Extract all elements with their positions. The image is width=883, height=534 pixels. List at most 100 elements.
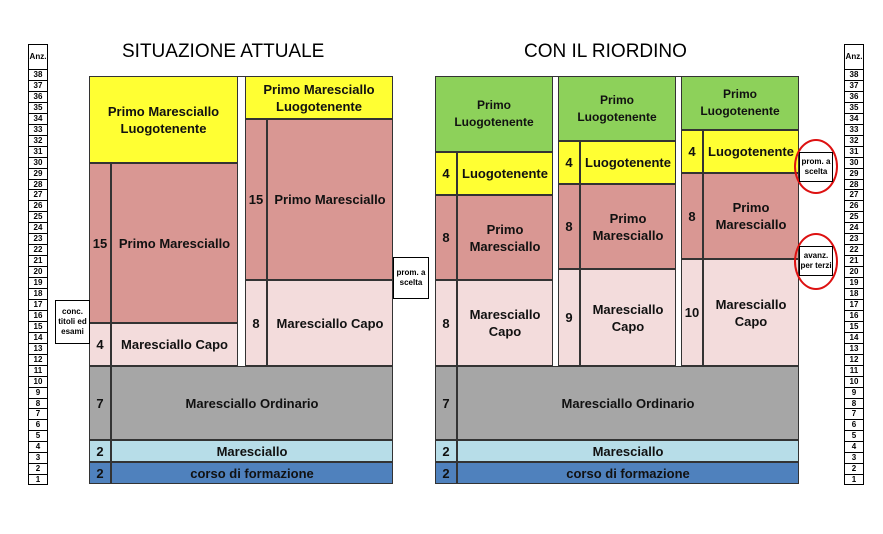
rank-primo-maresciallo: Primo Maresciallo [703,173,799,259]
scale-year-17: 17 [29,298,47,311]
rank-maresciallo-capo: Maresciallo Capo [267,280,393,366]
scale-year-21: 21 [29,255,47,267]
rank-primo-luogotenente: Primo Luogotenente [435,76,553,152]
scale-year-35: 35 [29,101,47,114]
scale-header: Anz. [845,52,863,61]
rank-luogotenente: Luogotenente [703,130,799,173]
rank-primo-luogotenente: Primo Luogotenente [681,76,799,130]
scale-year-32: 32 [845,134,863,147]
rank-primo-maresciallo: Primo Maresciallo [267,119,393,280]
corso-di-formazione: corso di formazione [457,462,799,484]
years-maresciallo-capo: 4 [89,323,111,366]
rank-primo-maresciallo-luogotenente: Primo Maresciallo Luogotenente [245,76,393,119]
scale-year-4: 4 [29,441,47,453]
scale-year-38: 38 [29,69,47,81]
scale-year-27: 27 [845,189,863,201]
scale-year-12: 12 [29,353,47,366]
scale-year-3: 3 [29,452,47,464]
scale-year-24: 24 [845,222,863,234]
scale-year-14: 14 [845,331,863,344]
scale-year-28: 28 [29,178,47,191]
scale-year-31: 31 [845,145,863,158]
scale-year-2: 2 [845,463,863,475]
scale-year-32: 32 [29,134,47,147]
scale-year-25: 25 [845,211,863,223]
scale-year-16: 16 [29,309,47,322]
scale-year-15: 15 [845,320,863,333]
years-primo-maresciallo: 8 [435,195,457,280]
scale-year-24: 24 [29,222,47,234]
rank-maresciallo-capo: Maresciallo Capo [457,280,553,366]
scale-year-29: 29 [845,167,863,180]
scale-year-2: 2 [29,463,47,475]
scale-year-31: 31 [29,145,47,158]
rank-primo-maresciallo: Primo Maresciallo [457,195,553,280]
scale-year-19: 19 [845,277,863,289]
years-maresciallo-capo: 8 [435,280,457,366]
scale-year-13: 13 [845,342,863,355]
rank-maresciallo-capo: Maresciallo Capo [111,323,238,366]
years-luogotenente: 4 [558,141,580,184]
corso-di-formazione: corso di formazione [111,462,393,484]
scale-year-5: 5 [845,430,863,442]
scale-year-35: 35 [845,101,863,114]
scale-year-37: 37 [29,79,47,92]
scale-year-23: 23 [845,233,863,245]
years-maresciallo-capo: 8 [245,280,267,366]
years-corso-formazione: 2 [435,462,457,484]
scale-year-27: 27 [29,189,47,201]
scale-year-38: 38 [845,69,863,81]
scale-year-10: 10 [845,375,863,388]
years-maresciallo-ordinario: 7 [89,366,111,440]
scale-year-26: 26 [845,200,863,212]
note-promozione-a-scelta: prom. a scelta [393,257,429,299]
scale-year-33: 33 [29,123,47,136]
years-luogotenente: 4 [435,152,457,195]
scale-year-25: 25 [29,211,47,223]
scale-year-7: 7 [29,408,47,420]
scale-year-28: 28 [845,178,863,191]
scale-year-11: 11 [29,364,47,377]
years-maresciallo-ordinario: 7 [435,366,457,440]
years-maresciallo: 2 [435,440,457,462]
rank-maresciallo-capo: Maresciallo Capo [580,269,676,366]
scale-year-20: 20 [845,266,863,278]
scale-year-20: 20 [29,266,47,278]
scale-year-23: 23 [29,233,47,245]
scale-year-34: 34 [29,112,47,125]
scale-year-30: 30 [29,156,47,169]
rank-maresciallo-ordinario: Maresciallo Ordinario [457,366,799,440]
note-promozione-a-scelta: prom. a scelta [799,152,833,182]
scale-year-19: 19 [29,277,47,289]
scale-year-33: 33 [845,123,863,136]
scale-year-36: 36 [845,90,863,103]
scale-header: Anz. [29,52,47,61]
scale-year-34: 34 [845,112,863,125]
scale-year-11: 11 [845,364,863,377]
highlight-ring-promotion [794,139,838,194]
title-current: SITUAZIONE ATTUALE [122,41,325,62]
years-maresciallo-capo: 9 [558,269,580,366]
scale-year-15: 15 [29,320,47,333]
rank-luogotenente: Luogotenente [457,152,553,195]
rank-maresciallo: Maresciallo [457,440,799,462]
years-primo-maresciallo: 8 [681,173,703,259]
scale-year-4: 4 [845,441,863,453]
scale-year-21: 21 [845,255,863,267]
rank-luogotenente: Luogotenente [580,141,676,184]
scale-year-9: 9 [29,386,47,399]
note-avanzamento-per-terzi: avanz. per terzi [799,246,833,276]
scale-year-18: 18 [29,288,47,300]
years-maresciallo: 2 [89,440,111,462]
scale-year-8: 8 [845,397,863,410]
scale-year-10: 10 [29,375,47,388]
scale-year-6: 6 [845,419,863,431]
scale-year-37: 37 [845,79,863,92]
rank-primo-maresciallo: Primo Maresciallo [111,163,238,323]
years-luogotenente: 4 [681,130,703,173]
rank-maresciallo: Maresciallo [111,440,393,462]
scale-year-12: 12 [845,353,863,366]
scale-year-22: 22 [845,244,863,256]
scale-year-6: 6 [29,419,47,431]
